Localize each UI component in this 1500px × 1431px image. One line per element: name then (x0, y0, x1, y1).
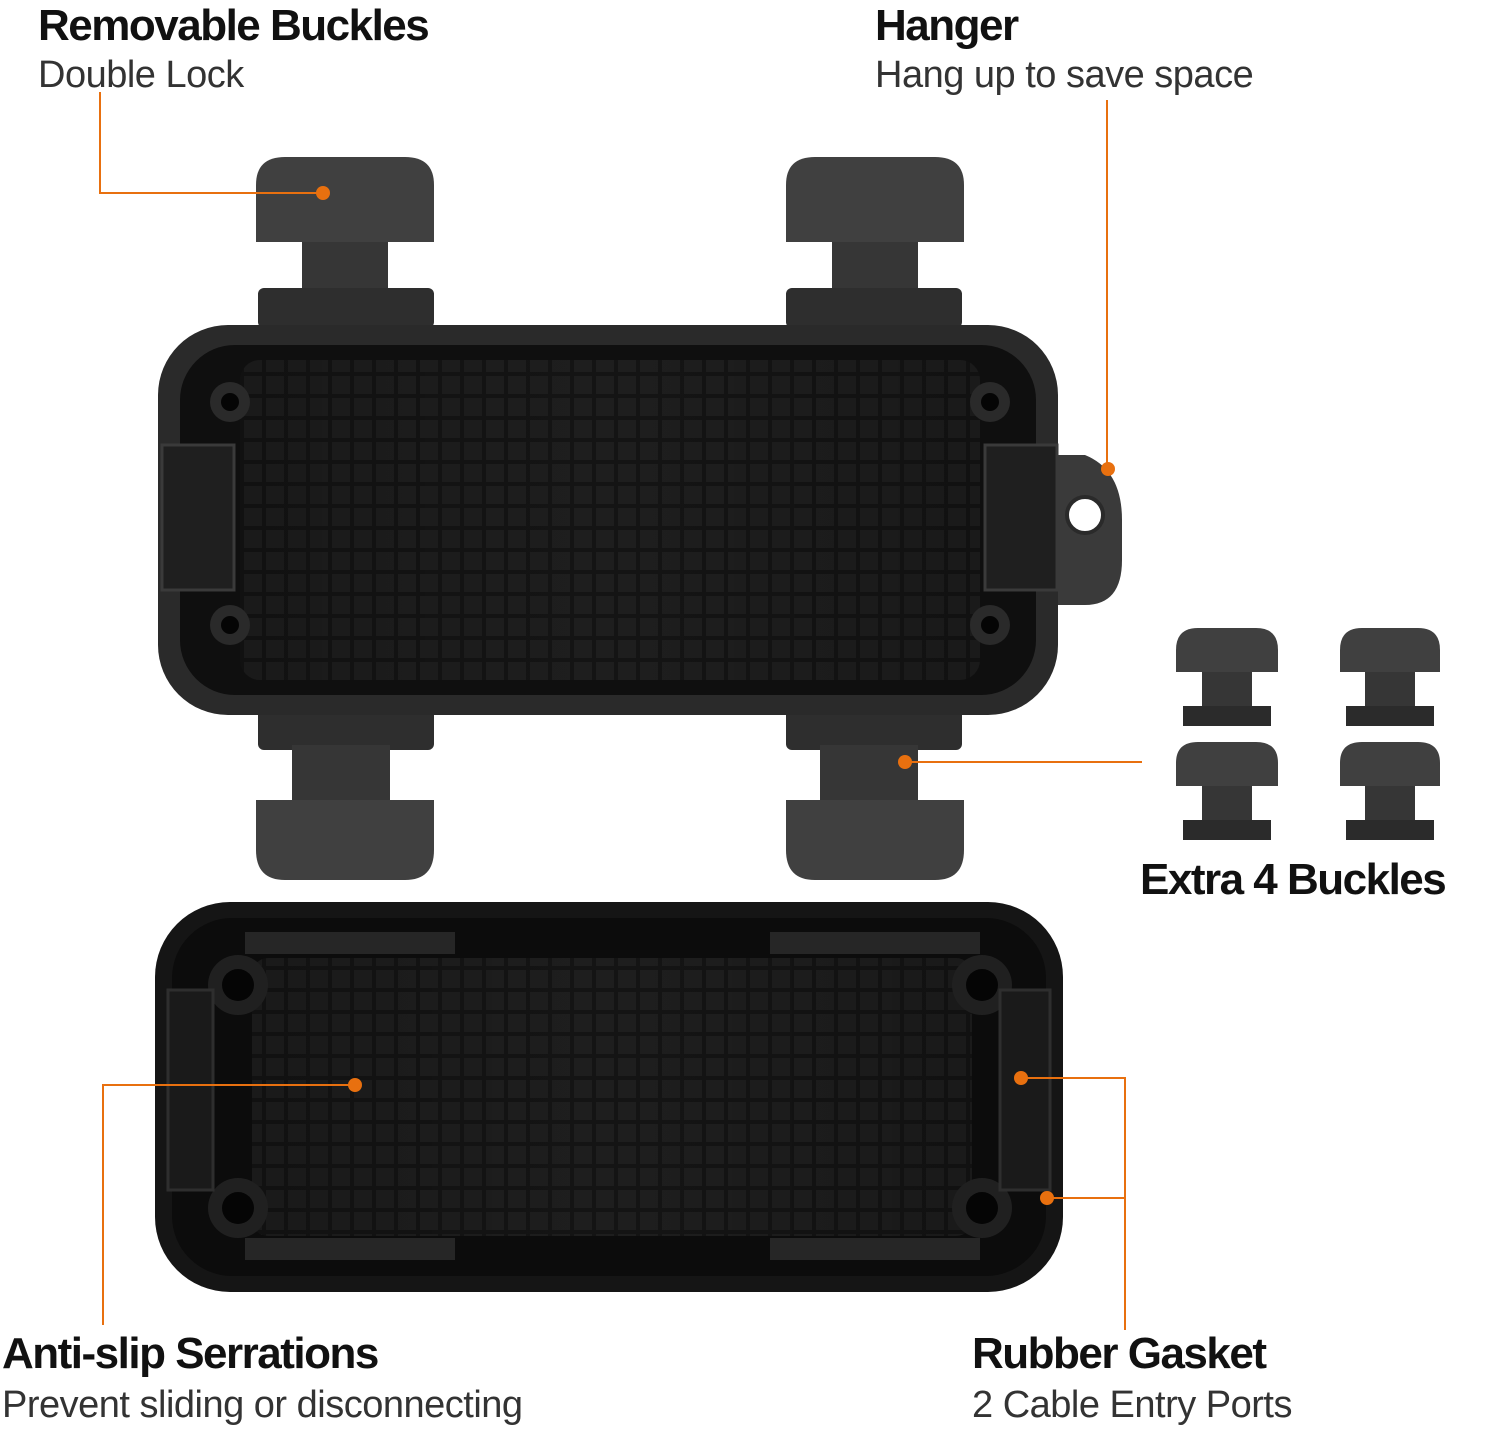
top-box-lower-left-buckle (256, 708, 434, 880)
buckles-title: Removable Buckles (38, 1, 430, 50)
gasket-leader (1022, 1077, 1126, 1330)
hanger-subtitle: Hang up to save space (875, 54, 1254, 96)
buckles-dot (316, 186, 330, 200)
top-box-lower-right-buckle (786, 708, 964, 880)
leader-dots (316, 186, 1115, 1205)
extra-title: Extra 4 Buckles (1140, 855, 1447, 904)
serrations-dot (348, 1078, 362, 1092)
top-box-body (158, 325, 1059, 715)
gasket-title: Rubber Gasket (972, 1329, 1267, 1378)
top-left-buckle (256, 157, 434, 328)
extra-dot (898, 755, 912, 769)
bottom-box-body (155, 902, 1063, 1292)
hanger-loop (1050, 455, 1122, 605)
extra-buckle-1 (1176, 628, 1278, 726)
gasket-dot-1 (1014, 1071, 1028, 1085)
hanger-dot (1101, 462, 1115, 476)
extra-buckle-3 (1176, 742, 1278, 840)
extra-buckle-4 (1340, 742, 1440, 840)
extra-buckle-2 (1340, 628, 1440, 726)
hanger-title: Hanger (875, 1, 1019, 50)
leader-lines (99, 92, 1142, 1330)
serrations-subtitle: Prevent sliding or disconnecting (2, 1384, 523, 1426)
buckles-subtitle: Double Lock (38, 54, 244, 96)
buckles-leader (99, 92, 322, 194)
top-right-buckle (786, 157, 964, 328)
serrations-title: Anti-slip Serrations (2, 1329, 379, 1378)
serrations-leader (102, 1084, 355, 1325)
gasket-dot-2 (1040, 1191, 1054, 1205)
gasket-subtitle: 2 Cable Entry Ports (972, 1384, 1292, 1426)
